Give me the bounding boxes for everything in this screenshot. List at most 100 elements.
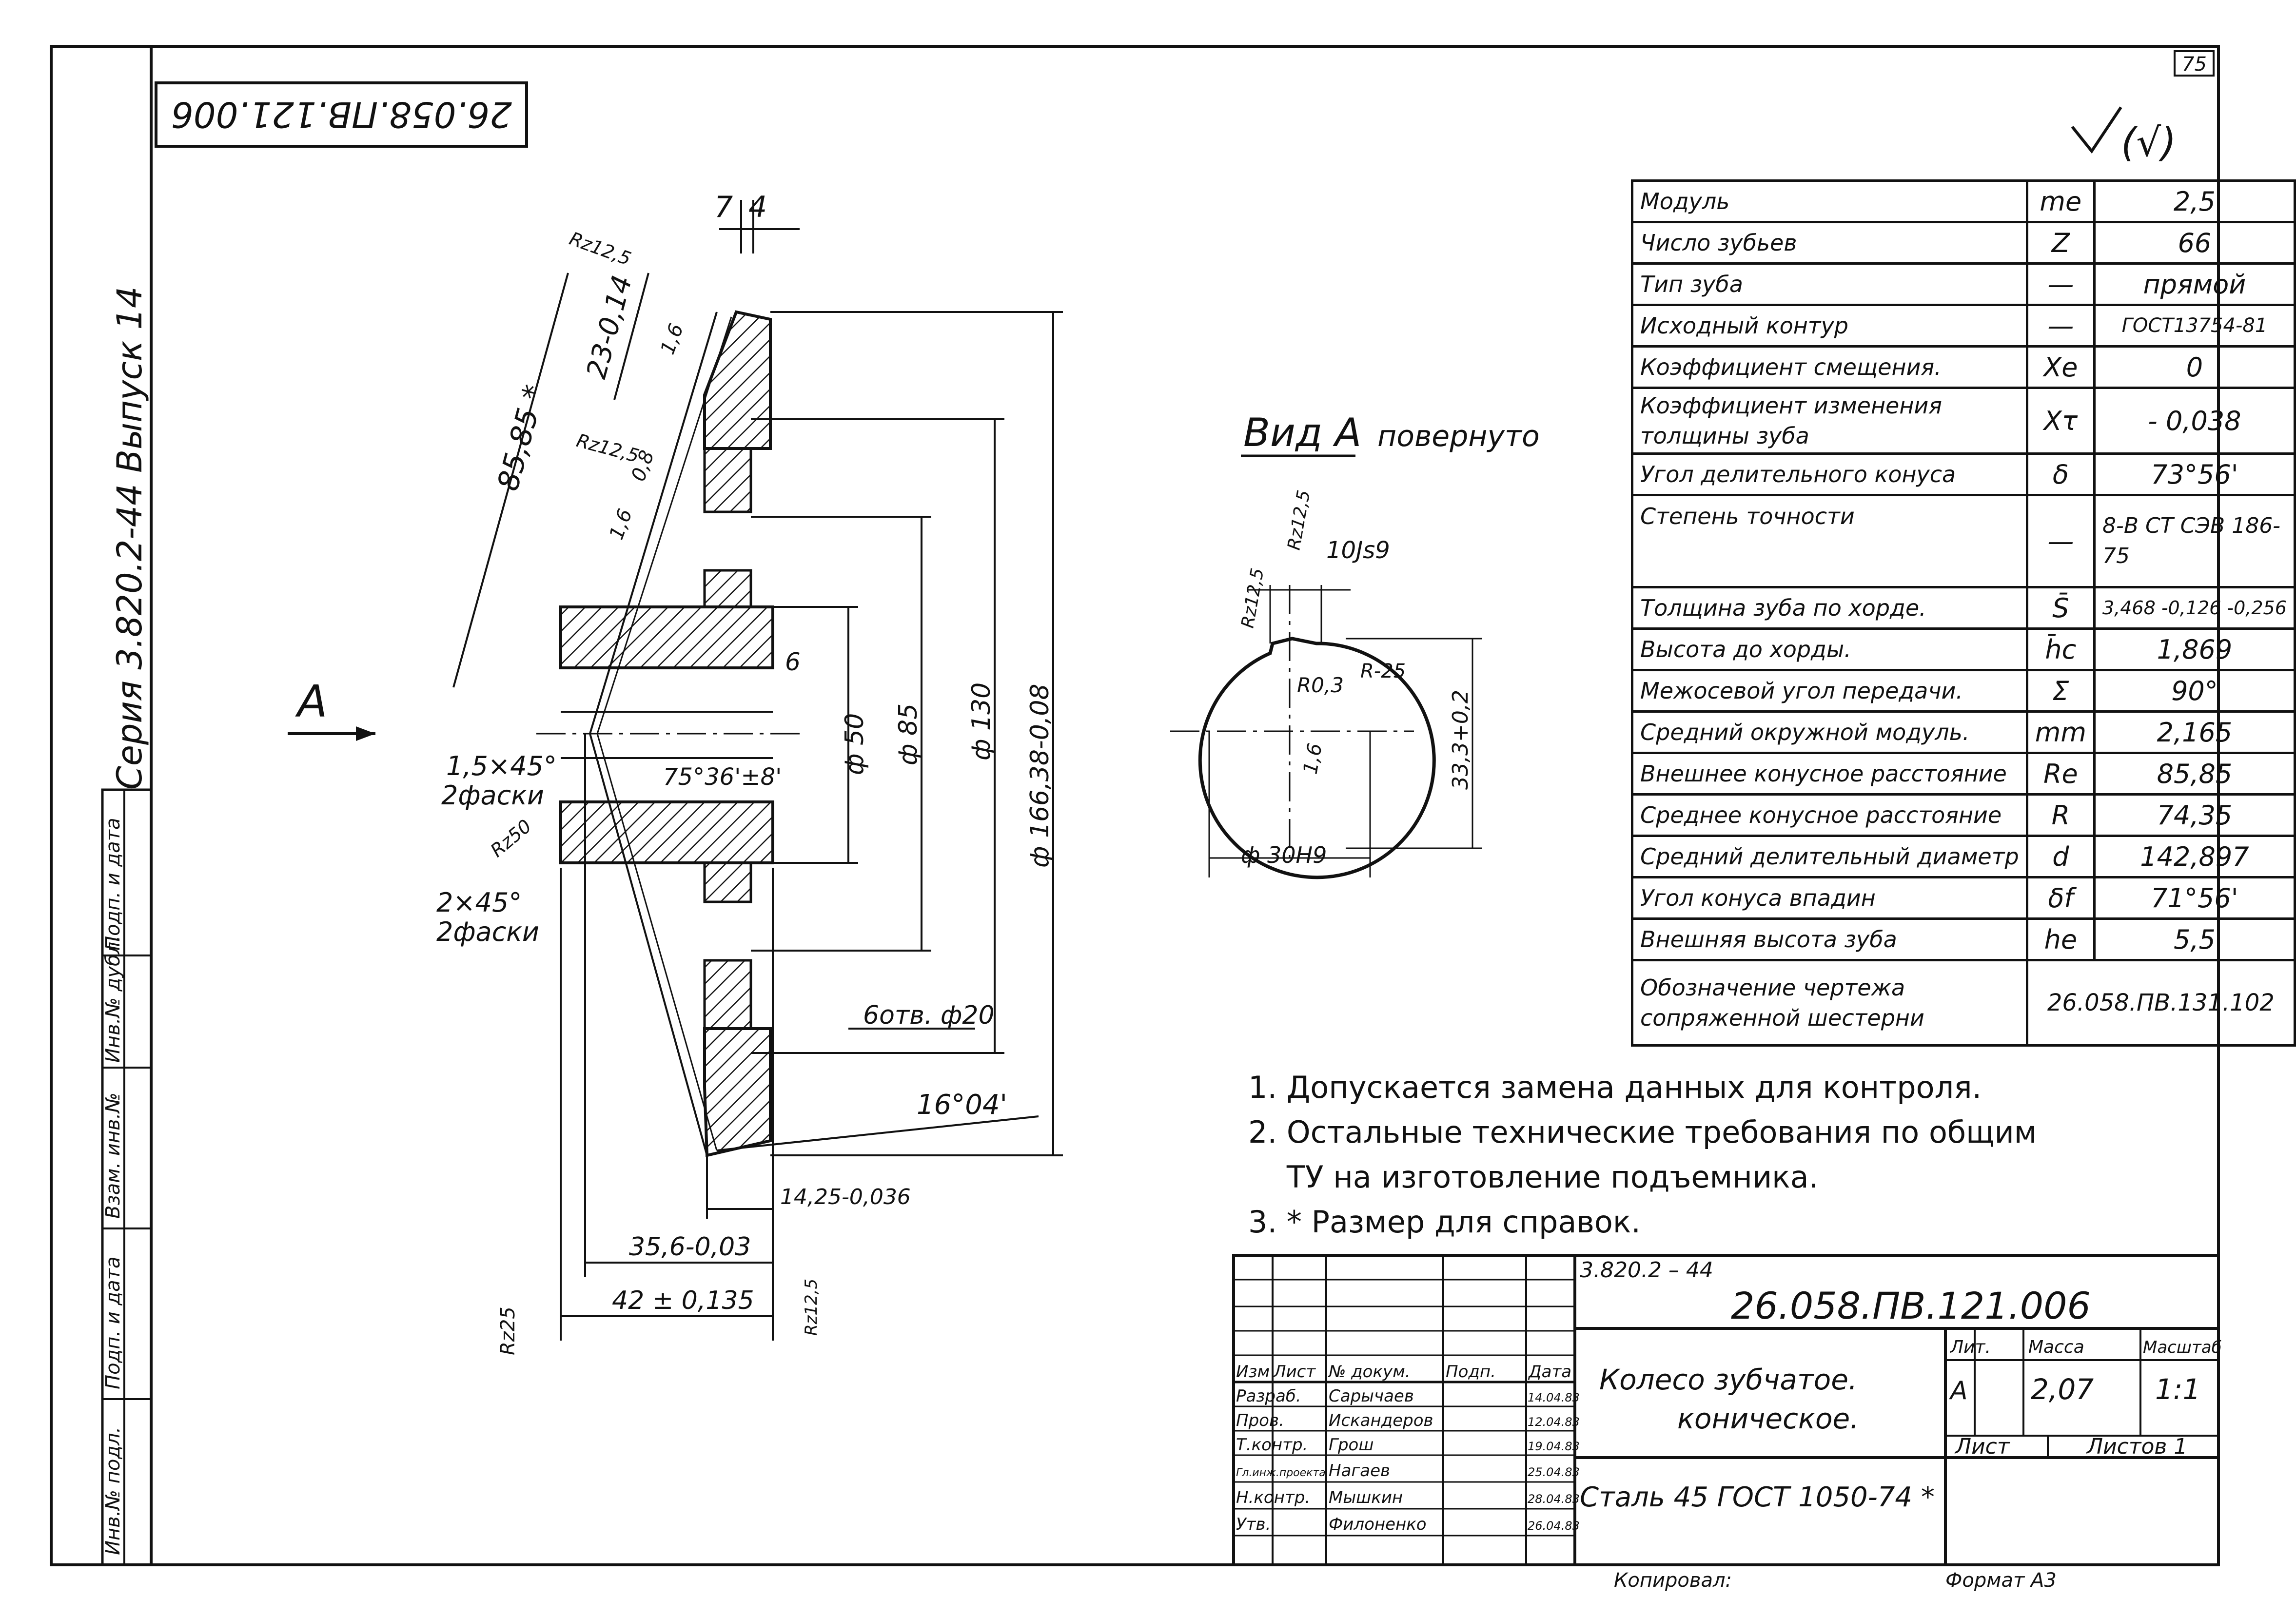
- dim-6: 6: [785, 648, 801, 676]
- dim-phi50: ф 50: [840, 713, 869, 775]
- technical-notes: 1. Допускается замена данных для контрол…: [1248, 1065, 2037, 1245]
- param-name: Тип зуба: [1631, 262, 2028, 306]
- sheet-number-box: [2174, 50, 2215, 77]
- view-a-title: Вид А: [1243, 410, 1361, 455]
- param-value: ГОСТ13754-81: [2093, 304, 2296, 348]
- tb-name-line1: Колесо зубчатое.: [1599, 1363, 1857, 1396]
- param-name: Угол конуса впадин: [1631, 876, 2028, 920]
- tb-name: Мышкин: [1329, 1488, 1403, 1507]
- param-symbol: d: [2025, 835, 2096, 878]
- view-a-bore: [1170, 585, 1482, 879]
- tb-role: Утв.: [1236, 1515, 1271, 1534]
- tb-header-list: Лист: [1273, 1362, 1316, 1382]
- view-dim-r025: R-25: [1360, 660, 1406, 682]
- param-name: Коэффициент изменения толщины зуба: [1631, 387, 2028, 455]
- rotated-code-box: [155, 81, 528, 148]
- param-name: Высота до хорды.: [1631, 627, 2028, 671]
- param-value: 8-В СТ СЭВ 186-75: [2093, 494, 2296, 588]
- tb-name: Грош: [1329, 1435, 1374, 1455]
- tb-name: Искандеров: [1329, 1411, 1433, 1430]
- strip-label-5: Подп. и дата: [102, 818, 124, 951]
- tb-header-date: Дата: [1528, 1362, 1571, 1382]
- param-value: - 0,038: [2093, 387, 2296, 455]
- note-1: 1. Допускается замена данных для контрол…: [1248, 1070, 1982, 1105]
- param-value: 73°56': [2093, 452, 2296, 496]
- tb-role: Разраб.: [1236, 1386, 1301, 1406]
- param-symbol: δ: [2025, 452, 2096, 496]
- view-dim-tol: 10Js9: [1326, 537, 1390, 564]
- param-name: Степень точности: [1631, 494, 2028, 588]
- tb-name: Филоненко: [1329, 1515, 1427, 1534]
- section-arrow-a: А: [288, 676, 375, 741]
- param-symbol: h̄c: [2025, 627, 2096, 671]
- dim-7: 7: [714, 190, 733, 224]
- dim-angle-75: 75°36'±8': [663, 763, 782, 791]
- chamfer-2-sub: 2фаски: [436, 916, 539, 947]
- param-symbol: S̄: [2025, 586, 2096, 630]
- svg-text:А: А: [295, 676, 328, 727]
- side-strip: Инв.№ подл. Подп. и дата Взам. инв.№ Инв…: [101, 788, 153, 1566]
- tb-date: 25.04.83: [1528, 1465, 1580, 1479]
- strip-label-4: Инв.№ дубл.: [102, 935, 124, 1063]
- tb-code: 26.058.ПВ.121.006: [1731, 1284, 2091, 1327]
- view-dim-phi30: ф 30H9: [1241, 842, 1327, 868]
- tb-date: 19.04.83: [1528, 1440, 1580, 1453]
- param-symbol: mm: [2025, 710, 2096, 754]
- tb-date: 26.04.83: [1528, 1519, 1580, 1533]
- rotated-code: 26.058.ПВ.121.006: [171, 94, 512, 135]
- tb-mass-value: 2,07: [2031, 1373, 2094, 1406]
- table-row: Обозначение чертежа сопряженной шестерни…: [1631, 959, 2296, 1047]
- tb-date: 28.04.83: [1528, 1492, 1580, 1506]
- param-name: Межосевой угол передачи.: [1631, 669, 2028, 713]
- param-name: Средний делительный диаметр: [1631, 835, 2028, 878]
- table-row: Тип зуба—прямой: [1631, 262, 2296, 306]
- param-name: Число зубьев: [1631, 221, 2028, 265]
- table-row: Степень точности—8-В СТ СЭВ 186-75: [1631, 494, 2296, 588]
- tb-lit-label: Лит.: [1949, 1337, 1991, 1357]
- param-value: 2,5: [2093, 179, 2296, 223]
- param-symbol: Xe: [2025, 345, 2096, 389]
- param-symbol: —: [2025, 494, 2096, 588]
- chamfer-1: 1,5×45°: [446, 751, 557, 781]
- param-value: прямой: [2093, 262, 2296, 306]
- tb-name: Нагаев: [1329, 1461, 1390, 1481]
- param-value: 3,468 -0,126 -0,256: [2093, 586, 2296, 630]
- table-row: Толщина зуба по хорде.S̄3,468 -0,126 -0,…: [1631, 586, 2296, 630]
- param-name: Внешнее конусное расстояние: [1631, 752, 2028, 796]
- chamfer-2: 2×45°: [436, 887, 522, 918]
- note-2-cont: ТУ на изготовление подъемника.: [1248, 1159, 1819, 1195]
- tb-material: Сталь 45 ГОСТ 1050-74 *: [1580, 1481, 1935, 1513]
- param-symbol: —: [2025, 304, 2096, 348]
- dim-phi166: ф 166,38-0,08: [1025, 684, 1055, 868]
- tb-name: Сарычаев: [1329, 1386, 1414, 1406]
- dim-rz25: Rz25: [497, 1306, 519, 1355]
- param-value: 74,35: [2093, 793, 2296, 837]
- tb-mass-label: Масса: [2028, 1337, 2084, 1357]
- sheet-number: 75: [2182, 53, 2207, 76]
- dim-14-25: 14,25-0,036: [780, 1185, 911, 1209]
- param-symbol: R: [2025, 793, 2096, 837]
- tb-header-doc: № докум.: [1328, 1362, 1411, 1382]
- dim-35-6: 35,6-0,03: [629, 1232, 751, 1262]
- param-value: 90°: [2093, 669, 2296, 713]
- tb-lit-value: А: [1949, 1376, 1968, 1405]
- param-name: Угол делительного конуса: [1631, 452, 2028, 496]
- tb-role: Гл.инж.проекта: [1236, 1467, 1326, 1479]
- param-name: Модуль: [1631, 179, 2028, 223]
- param-value: 0: [2093, 345, 2296, 389]
- series-label: Серия 3.820.2-44 Выпуск 14: [110, 286, 150, 790]
- param-name: Внешняя высота зуба: [1631, 917, 2028, 961]
- view-dim-r03: R0,3: [1297, 673, 1344, 697]
- strip-label-1: Инв.№ подл.: [102, 1427, 124, 1555]
- param-symbol: Re: [2025, 752, 2096, 796]
